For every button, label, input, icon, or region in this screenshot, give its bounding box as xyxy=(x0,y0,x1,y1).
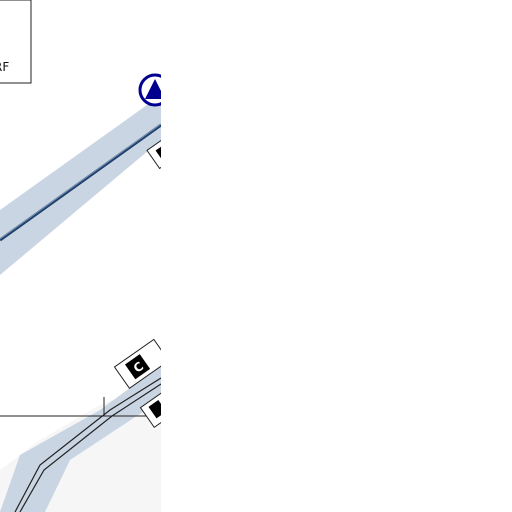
taxiway-lower-line-b xyxy=(19,383,162,512)
taxiway-lower-shoulder xyxy=(0,365,161,512)
blank-region xyxy=(161,0,512,512)
label-box-text: RF xyxy=(0,60,9,74)
taxiway-upper-shoulder xyxy=(0,95,161,275)
taxiway-upper-centerline xyxy=(0,123,162,242)
label-box xyxy=(0,0,32,84)
taxiway-upper-centerline-highlight xyxy=(0,123,162,240)
taxiway-lower-line-a xyxy=(14,377,162,512)
